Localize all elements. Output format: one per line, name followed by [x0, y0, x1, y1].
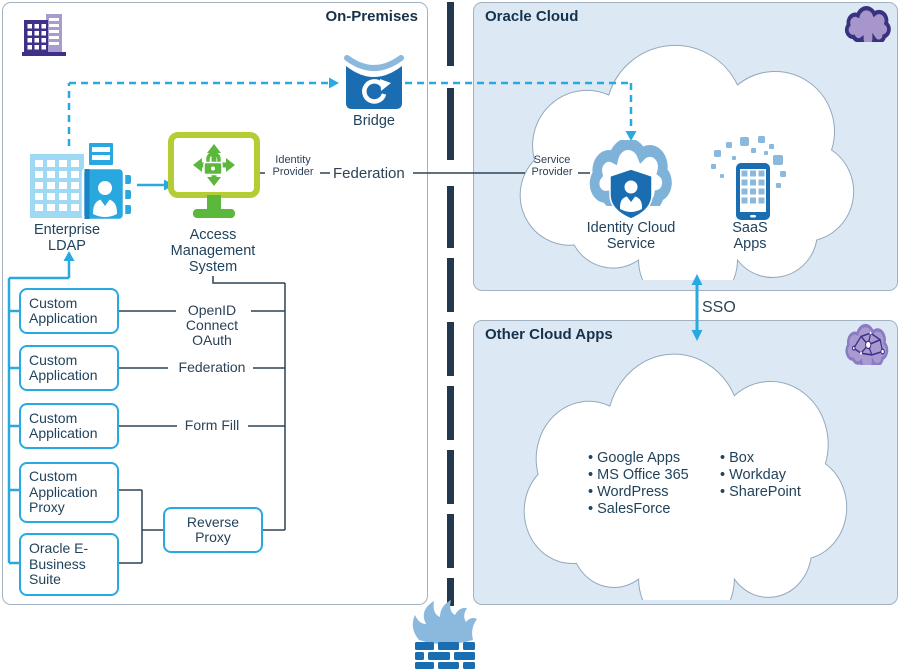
- oracle-cloud-title: Oracle Cloud: [485, 8, 579, 25]
- custom-application-proxy-box: Custom Application Proxy: [19, 462, 119, 523]
- custom-application-box-1: Custom Application: [19, 288, 119, 334]
- service-provider-label: Service Provider: [531, 154, 573, 178]
- identity-provider-label: Identity Provider: [272, 154, 314, 178]
- on-premises-title: On-Premises: [325, 8, 418, 25]
- sso-label: SSO: [702, 299, 736, 316]
- federation-connector-label: Federation: [178, 359, 246, 375]
- list-item: Workday: [720, 467, 801, 484]
- other-cloud-apps-title: Other Cloud Apps: [485, 326, 613, 343]
- enterprise-ldap-label: Enterprise LDAP: [33, 222, 101, 254]
- reverse-proxy-box: Reverse Proxy: [163, 507, 263, 553]
- identity-cloud-service-label: Identity Cloud Service: [586, 220, 676, 252]
- identity-shield-icon: [609, 168, 653, 220]
- access-management-label: Access Management System: [170, 227, 256, 275]
- access-management-icon: [168, 132, 260, 218]
- list-item: WordPress: [588, 484, 689, 501]
- network-cloud-badge-icon: [845, 323, 889, 365]
- form-fill-label: Form Fill: [184, 417, 240, 433]
- federation-link-label: Federation: [333, 165, 405, 182]
- list-item: Box: [720, 450, 801, 467]
- other-cloud-apps-list-right: Box Workday SharePoint: [720, 450, 801, 501]
- saas-apps-label: SaaS Apps: [732, 220, 768, 252]
- bridge-label: Bridge: [353, 113, 395, 129]
- oracle-ebusiness-suite-box: Oracle E-Business Suite: [19, 533, 119, 596]
- bridge-icon: [344, 55, 404, 109]
- saas-apps-icon: [711, 136, 786, 220]
- openid-connect-oauth-label: OpenID Connect OAuth: [185, 302, 239, 348]
- oracle-cloud-badge-icon: [844, 6, 891, 42]
- list-item: MS Office 365: [588, 467, 689, 484]
- enterprise-ldap-icon: [30, 142, 133, 222]
- custom-application-box-3: Custom Application: [19, 403, 119, 449]
- list-item: Google Apps: [588, 450, 689, 467]
- firewall-icon: [412, 600, 477, 669]
- list-item: SalesForce: [588, 501, 689, 518]
- list-item: SharePoint: [720, 484, 801, 501]
- other-cloud-apps-list-left: Google Apps MS Office 365 WordPress Sale…: [588, 450, 689, 518]
- buildings-icon: [22, 14, 66, 56]
- custom-application-box-2: Custom Application: [19, 345, 119, 391]
